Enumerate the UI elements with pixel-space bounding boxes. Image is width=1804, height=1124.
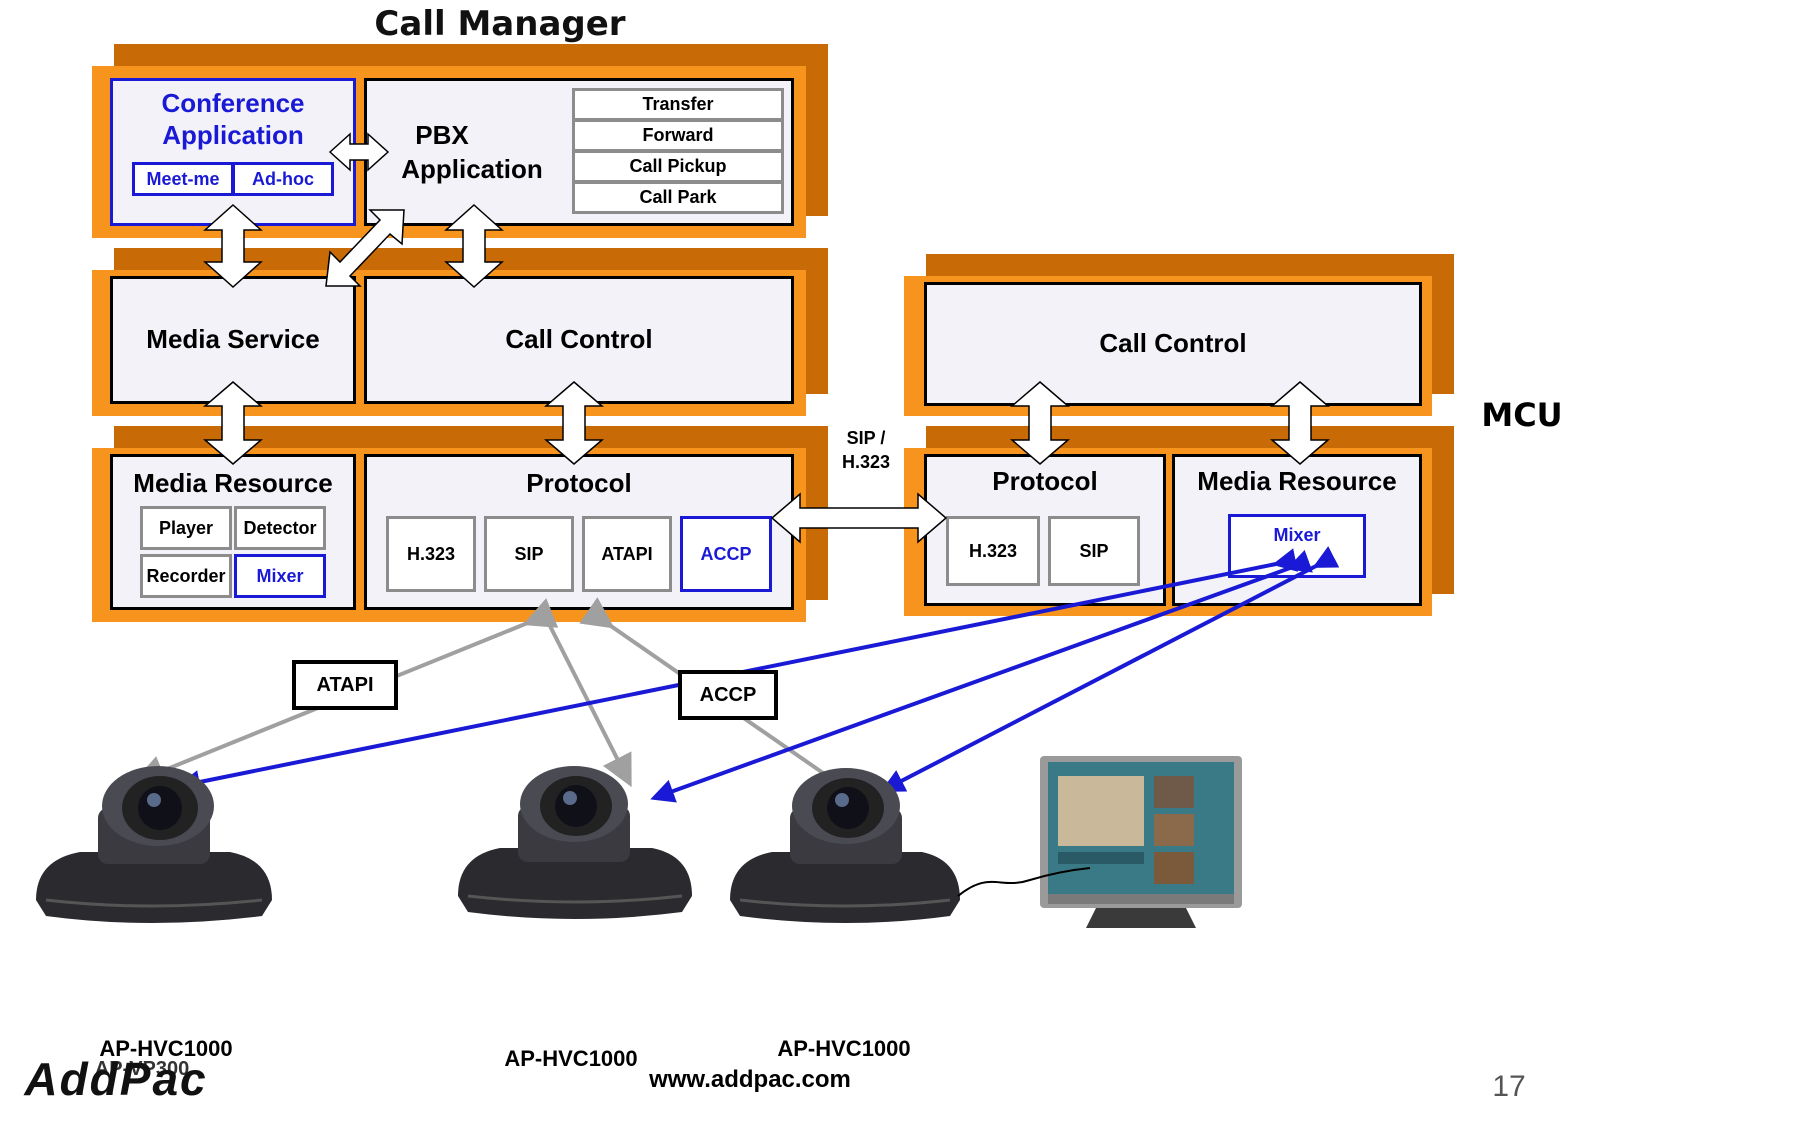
mcu-protocol-title: Protocol (992, 466, 1098, 496)
arrow-pbx-media-diagonal (325, 209, 405, 287)
blue-mixer-to-cam3 (880, 546, 1340, 792)
footer-url: www.addpac.com (649, 1066, 851, 1093)
camera-2 (458, 766, 692, 919)
arrow-mcu-cc-media (1269, 381, 1331, 465)
arrow-pbx-callcontrol (444, 203, 504, 289)
camera-1 (36, 766, 272, 923)
ad-hoc-box: Ad-hoc (232, 162, 334, 196)
arrow-conf-pbx (328, 132, 390, 172)
detector-box: Detector (234, 506, 326, 550)
accp-label: ACCP (678, 670, 778, 720)
page-title: Call Manager (374, 4, 626, 44)
tv-monitor (957, 756, 1242, 928)
mcu-call-control-label: Call Control (1099, 328, 1247, 358)
cm-protocol-title: Protocol (526, 468, 632, 498)
pbx-title-line1: PBX (415, 120, 469, 150)
camera-3 (730, 768, 960, 923)
device-label-3: AP-HVC1000 (777, 1036, 911, 1061)
sip-h323-label-line1: SIP / (846, 428, 886, 448)
gray-protocol-to-cam2 (546, 621, 632, 788)
device-label-1: AP-HVC1000 (99, 1036, 233, 1061)
conference-application-box (110, 78, 356, 226)
sip-h323-label-line2: H.323 (841, 452, 891, 472)
arrow-conf-media (203, 203, 263, 289)
pbx-title-line2: Application (401, 154, 543, 184)
media-service-label: Media Service (146, 324, 320, 354)
arrow-media-resource (202, 381, 264, 465)
arrow-callcontrol-protocol (543, 381, 605, 465)
device-overlap-label: AP-VP300 (94, 1058, 190, 1080)
cm-call-control-label: Call Control (505, 324, 653, 354)
arrow-cm-mcu (770, 492, 948, 544)
atapi-label: ATAPI (292, 660, 398, 710)
device-label-2: AP-HVC1000 (504, 1046, 638, 1071)
mcu-call-control-box (924, 282, 1422, 406)
cm-media-resource-title: Media Resource (133, 468, 333, 498)
arrow-mcu-cc-protocol (1009, 381, 1071, 465)
mcu-title: MCU (1481, 396, 1563, 434)
pbx-feature-call-pickup: Call Pickup (572, 150, 784, 183)
conference-title-line1: Conference (161, 88, 305, 118)
mcu-media-resource-title: Media Resource (1197, 466, 1397, 496)
page-number: 17 (1492, 1070, 1526, 1103)
addpac-logo: AddPac (24, 1053, 208, 1105)
conference-title-line2: Application (162, 120, 304, 150)
pbx-feature-call-park: Call Park (572, 181, 784, 214)
